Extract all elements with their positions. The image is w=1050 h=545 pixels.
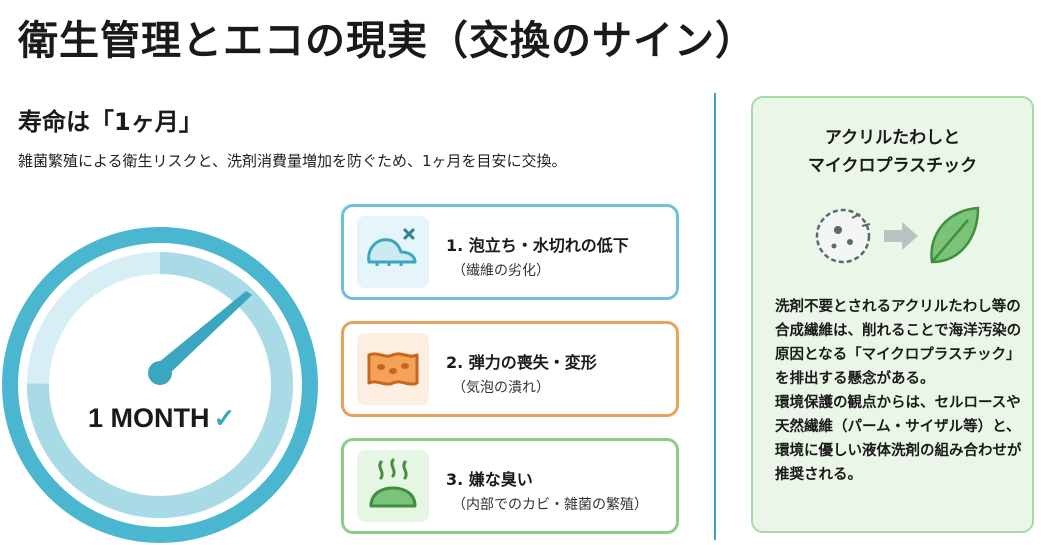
acrylic-to-leaf-illustration: [815, 206, 980, 264]
sign-title: 3. 嫌な臭い: [446, 470, 533, 489]
sign-card-odor: 3. 嫌な臭い （内部でのカビ・雑菌の繁殖）: [341, 438, 679, 534]
deformed-sponge-icon: [367, 352, 419, 386]
lifespan-description: 雑菌繁殖による衛生リスクと、洗剤消費量増加を防ぐため、1ヶ月を目安に交換。: [18, 152, 567, 170]
eco-card-body: 洗剤不要とされるアクリルたわし等の合成繊維は、削れることで海洋汚染の原因となる「…: [775, 299, 1022, 483]
sign-title: 2. 弾力の喪失・変形: [446, 353, 597, 372]
worn-sponge-icon: [367, 228, 417, 266]
eco-info-card: アクリルたわしと マイクロプラスチック 洗剤不要とされるアクリルたわし等の合成繊…: [751, 96, 1034, 533]
lifespan-heading: 寿命は「1ヶ月」: [18, 108, 203, 136]
gauge-progress: [26, 252, 293, 518]
odor-icon: [369, 458, 417, 508]
arrow-right-icon: [884, 222, 918, 250]
sign-detail: （気泡の潰れ）: [452, 380, 550, 396]
sign-detail: （繊維の劣化）: [452, 263, 550, 279]
gauge-label: 1 MONTH✓: [88, 403, 235, 434]
sign-card-elasticity: 2. 弾力の喪失・変形 （気泡の潰れ）: [341, 321, 679, 417]
eco-card-title: アクリルたわしと マイクロプラスチック: [807, 128, 978, 176]
microplastic-fiber-icon: [815, 208, 871, 264]
sign-title: 1. 泡立ち・水切れの低下: [446, 236, 629, 255]
check-icon: ✓: [213, 403, 236, 433]
gauge-pivot: [148, 361, 172, 385]
gauge-needle: [153, 291, 252, 377]
one-month-gauge: [2, 227, 318, 543]
sign-card-foaming: 1. 泡立ち・水切れの低下 （繊維の劣化）: [341, 204, 679, 300]
leaf-icon: [930, 206, 980, 264]
page-title: 衛生管理とエコの現実（交換のサイン）: [18, 18, 756, 64]
gauge-label-text: 1 MONTH: [88, 403, 210, 433]
sign-detail: （内部でのカビ・雑菌の繁殖）: [452, 497, 648, 513]
section-divider: [714, 93, 716, 540]
